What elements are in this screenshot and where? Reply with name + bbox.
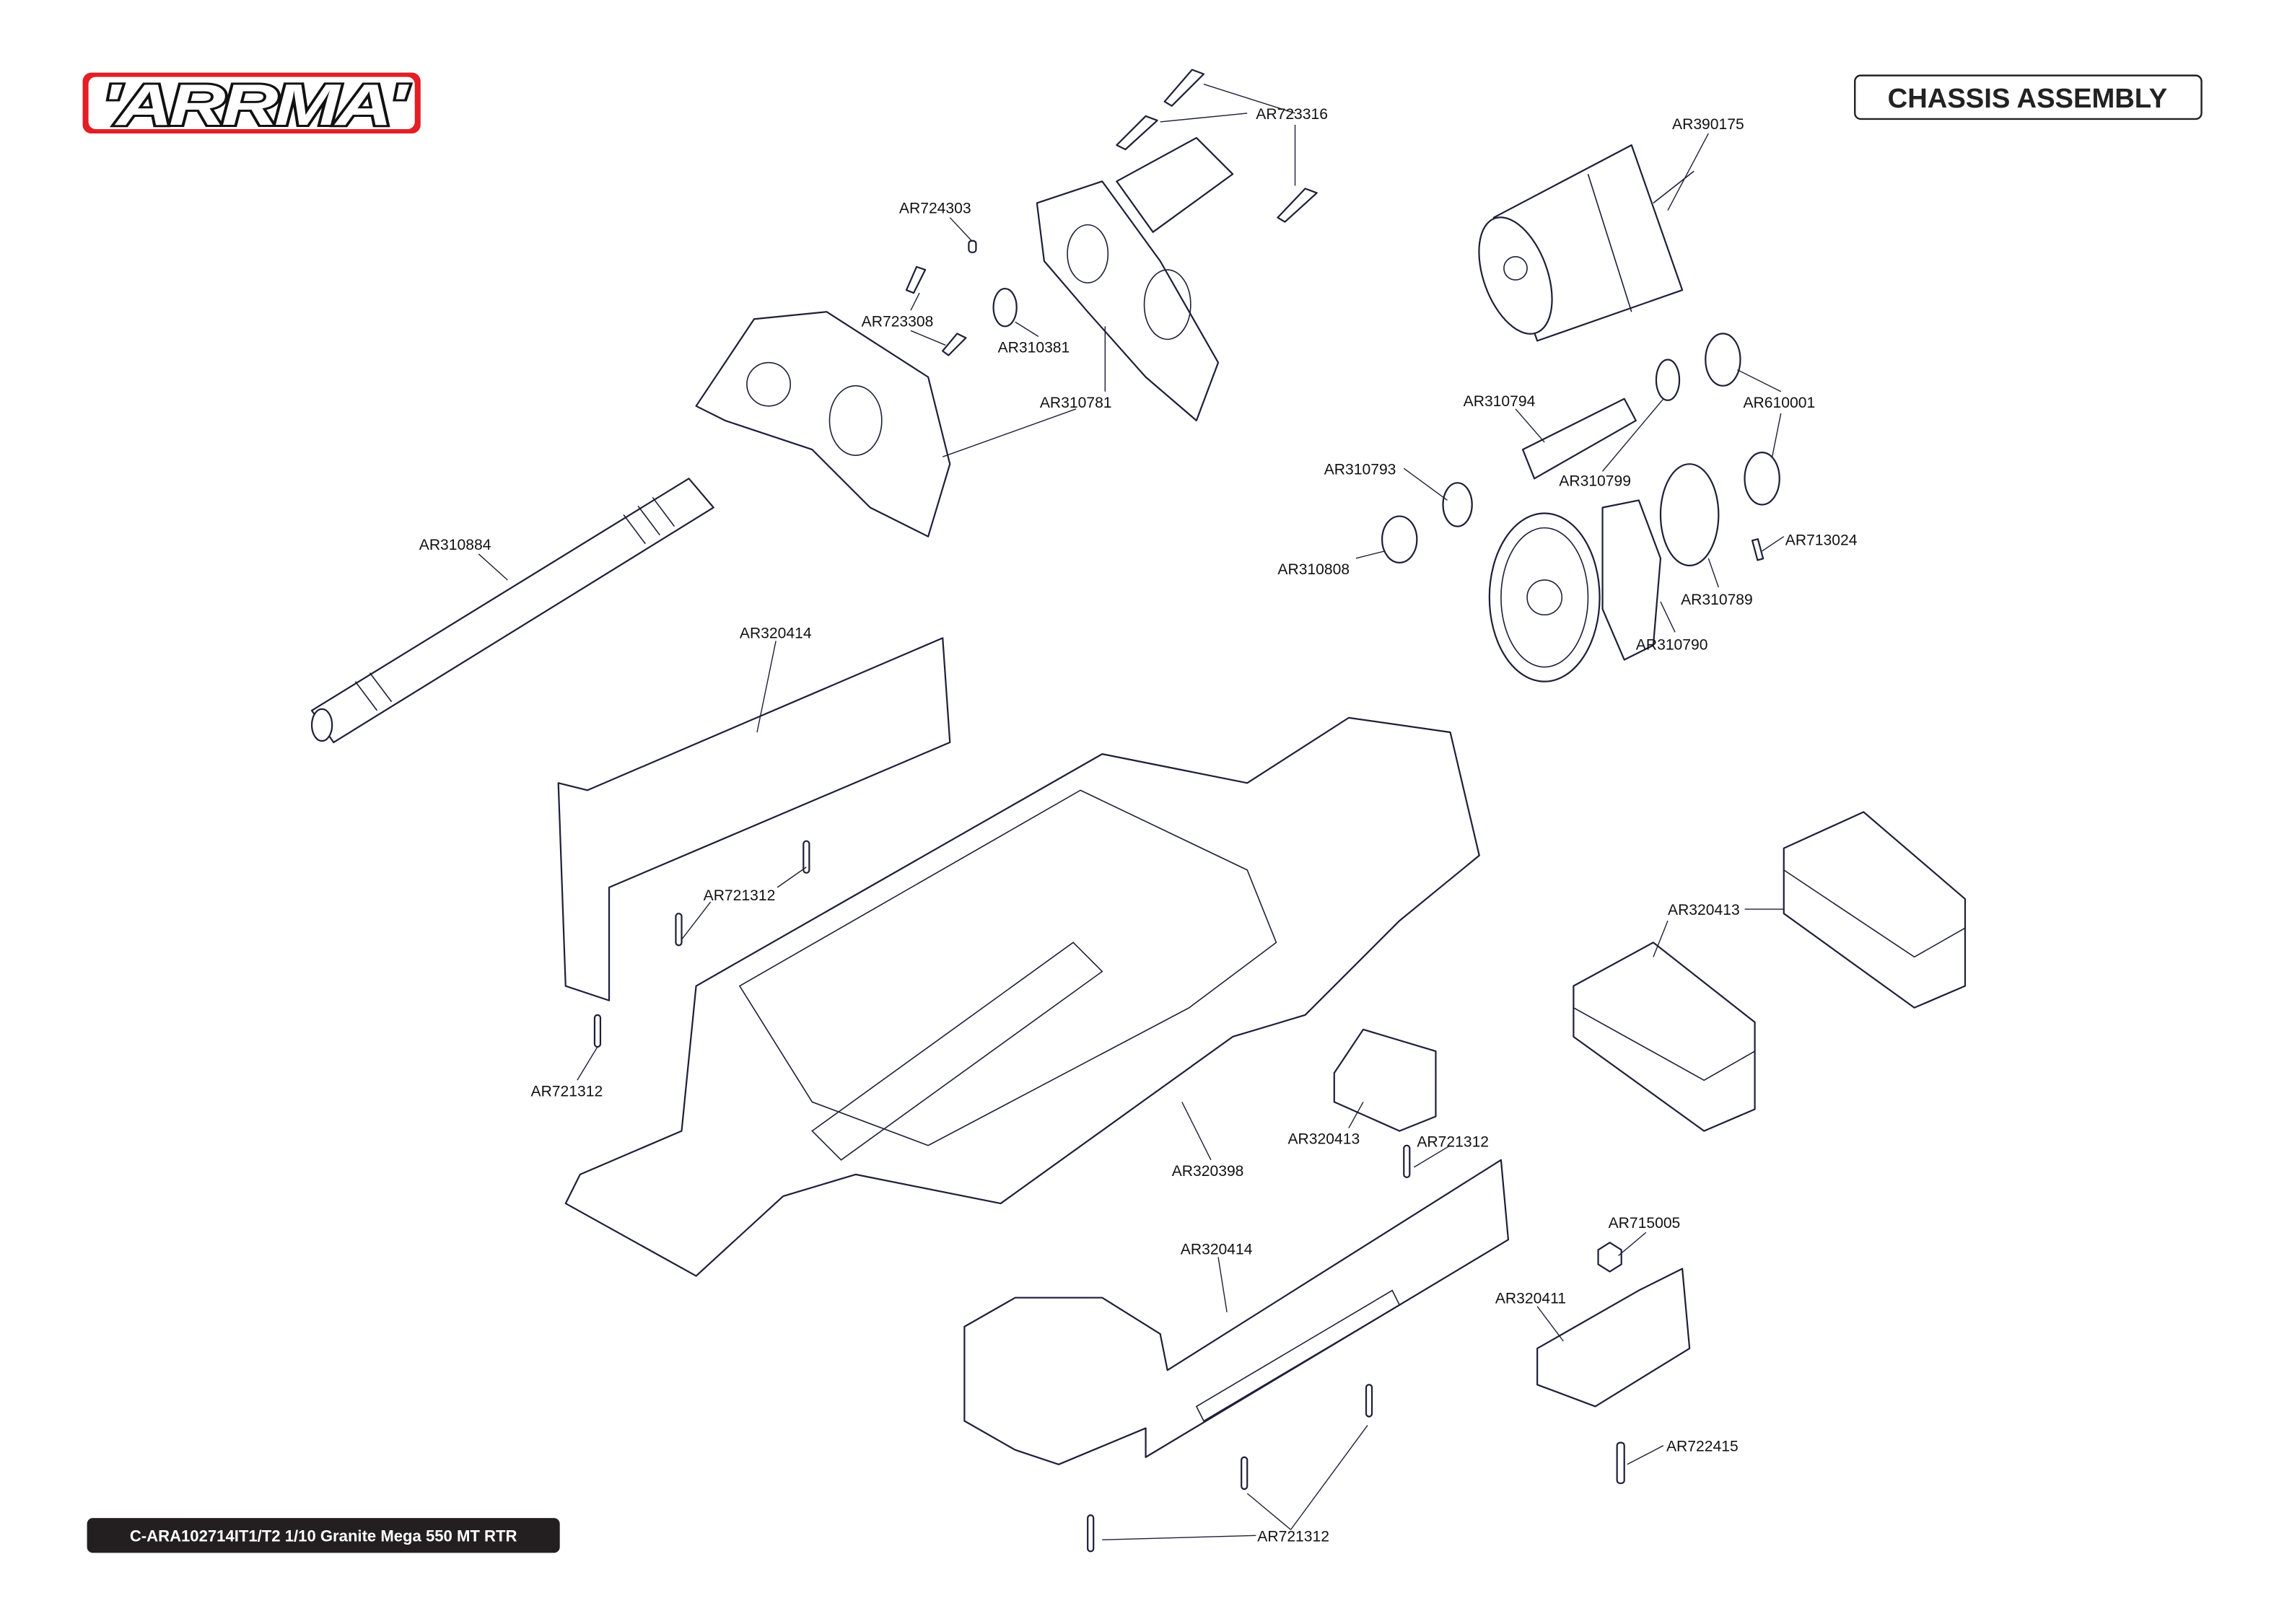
- spring-ar310793: [1442, 482, 1473, 527]
- bearing-ar610001-top: [1705, 333, 1741, 387]
- pad-ar310790: [1601, 499, 1662, 661]
- gear-cover-ar310781: [1036, 136, 1234, 422]
- page-title: CHASSIS ASSEMBLY: [1888, 83, 2167, 114]
- screw-ar721312-b: [675, 913, 683, 947]
- part-label: AR320398: [1172, 1163, 1244, 1180]
- screw-ar723316: [1116, 69, 1318, 223]
- screw-ar722415: [1616, 1441, 1625, 1485]
- part-label: AR310790: [1636, 636, 1708, 653]
- leader-lines: [478, 84, 1785, 1541]
- bearing-ar610001-bottom: [1744, 452, 1780, 506]
- pinion-ar310381: [992, 287, 1018, 328]
- battery-brace-ar320414-upper: [557, 637, 951, 1001]
- battery-cup-ar320413-left: [1573, 942, 1756, 1132]
- nut-ar715005: [1597, 1242, 1622, 1273]
- part-label: AR721312: [1417, 1134, 1489, 1151]
- part-label: AR320414: [740, 625, 812, 641]
- part-label: AR320411: [1495, 1291, 1566, 1307]
- screw-ar721312-c: [593, 1014, 602, 1048]
- chassis-ar320398: [564, 716, 1480, 1277]
- part-label: AR721312: [704, 887, 776, 904]
- part-label: AR310793: [1324, 461, 1396, 478]
- screw-ar721312-a: [803, 840, 810, 874]
- switch-mount-ar320411: [1536, 1268, 1691, 1408]
- part-label: AR723316: [1256, 106, 1328, 123]
- screw-ar721312-e: [1365, 1384, 1373, 1418]
- screw-ar723308-b: [942, 333, 967, 356]
- spur-gear-ar310799: [1488, 512, 1601, 682]
- motor-ar390175: [1478, 144, 1694, 342]
- part-labels: AR723316 AR390175 AR724303 AR723308 AR31…: [419, 106, 1858, 1545]
- model-label: C-ARA102714IT1/T2 1/10 Granite Mega 550 …: [130, 1527, 517, 1545]
- plate-ar310789: [1659, 463, 1720, 566]
- part-label: AR320414: [1181, 1241, 1253, 1257]
- part-label: AR722415: [1666, 1439, 1739, 1455]
- pin-ar713024: [1751, 538, 1764, 561]
- part-label: AR310808: [1277, 561, 1350, 578]
- part-label: AR390175: [1672, 116, 1744, 133]
- screw-ar721312-g: [1087, 1514, 1095, 1553]
- driveshaft-ar310884: [310, 478, 714, 744]
- svg-text:'ARRMA': 'ARRMA': [102, 73, 410, 138]
- part-label: AR723308: [862, 313, 934, 330]
- part-label: AR715005: [1609, 1215, 1681, 1232]
- hub-ar310799: [1655, 359, 1681, 401]
- part-label: AR721312: [531, 1083, 603, 1100]
- part-label: AR310781: [1040, 395, 1112, 411]
- title-box: CHASSIS ASSEMBLY: [1854, 74, 2203, 120]
- top-shaft-ar310794: [1521, 398, 1637, 480]
- part-label: AR310799: [1559, 473, 1631, 489]
- part-label: AR721312: [1257, 1528, 1329, 1545]
- part-label: AR310789: [1681, 592, 1753, 608]
- part-label: AR724303: [899, 201, 971, 217]
- battery-cup-ar320413-right: [1783, 811, 1967, 1009]
- part-label: AR320413: [1287, 1131, 1360, 1148]
- pin-ar724303: [968, 240, 977, 253]
- part-label: AR310884: [419, 537, 491, 553]
- part-label: AR310381: [998, 339, 1070, 356]
- part-label: AR310794: [1464, 393, 1536, 410]
- screw-ar721312-f: [1241, 1456, 1248, 1491]
- mount-ar320413: [1333, 1028, 1437, 1132]
- part-label: AR713024: [1785, 532, 1858, 549]
- battery-brace-ar320414-lower: [963, 1159, 1510, 1465]
- part-label: AR320413: [1668, 902, 1740, 918]
- gearbox-ar310781: [695, 311, 951, 537]
- arrma-logo: 'ARRMA': [82, 71, 421, 140]
- part-label: AR610001: [1743, 395, 1815, 411]
- screw-ar723308: [905, 265, 927, 294]
- screw-ar721312-d: [1403, 1144, 1411, 1179]
- model-footer: C-ARA102714IT1/T2 1/10 Granite Mega 550 …: [87, 1518, 560, 1553]
- nut-ar310808: [1381, 515, 1418, 563]
